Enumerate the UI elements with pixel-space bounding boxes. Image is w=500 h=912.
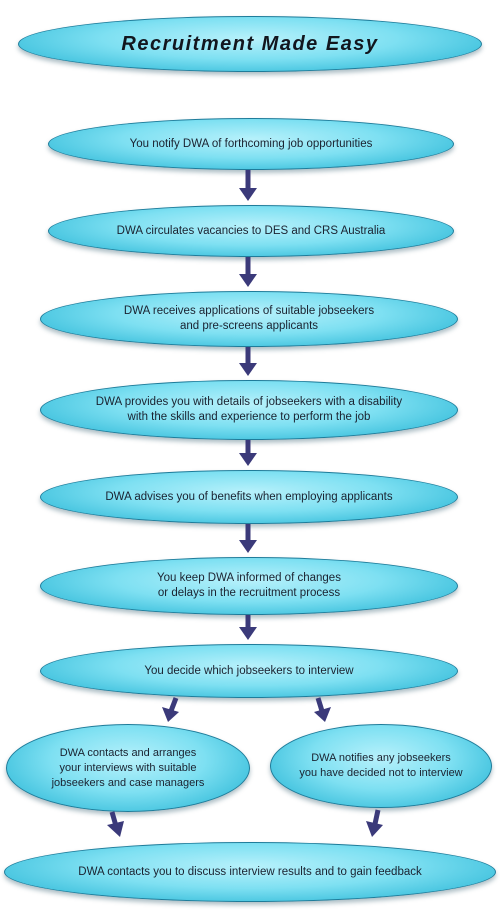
step-circulate-vacancies: DWA circulates vacancies to DES and CRS … [48,205,454,257]
arrow-right-branch [315,697,325,712]
step-advise-benefits: DWA advises you of benefits when employi… [40,470,458,524]
step-provide-details: DWA provides you with details of jobseek… [40,380,458,440]
step-receive-applications: DWA receives applications of suitable jo… [40,291,458,347]
step-decide-interviews: You decide which jobseekers to interview [40,644,458,698]
branch-notify-not-interview: DWA notifies any jobseekers you have dec… [270,724,492,808]
step-notify-dwa: You notify DWA of forthcoming job opport… [48,118,454,170]
step-keep-informed: You keep DWA informed of changes or dela… [40,557,458,615]
page-title: Recruitment Made Easy [18,16,482,72]
branch-contact-arrange: DWA contacts and arranges your interview… [6,724,250,812]
final-step-feedback: DWA contacts you to discuss interview re… [4,842,496,902]
arrow-left-branch [168,697,179,712]
arrow-right-to-final [372,809,381,825]
